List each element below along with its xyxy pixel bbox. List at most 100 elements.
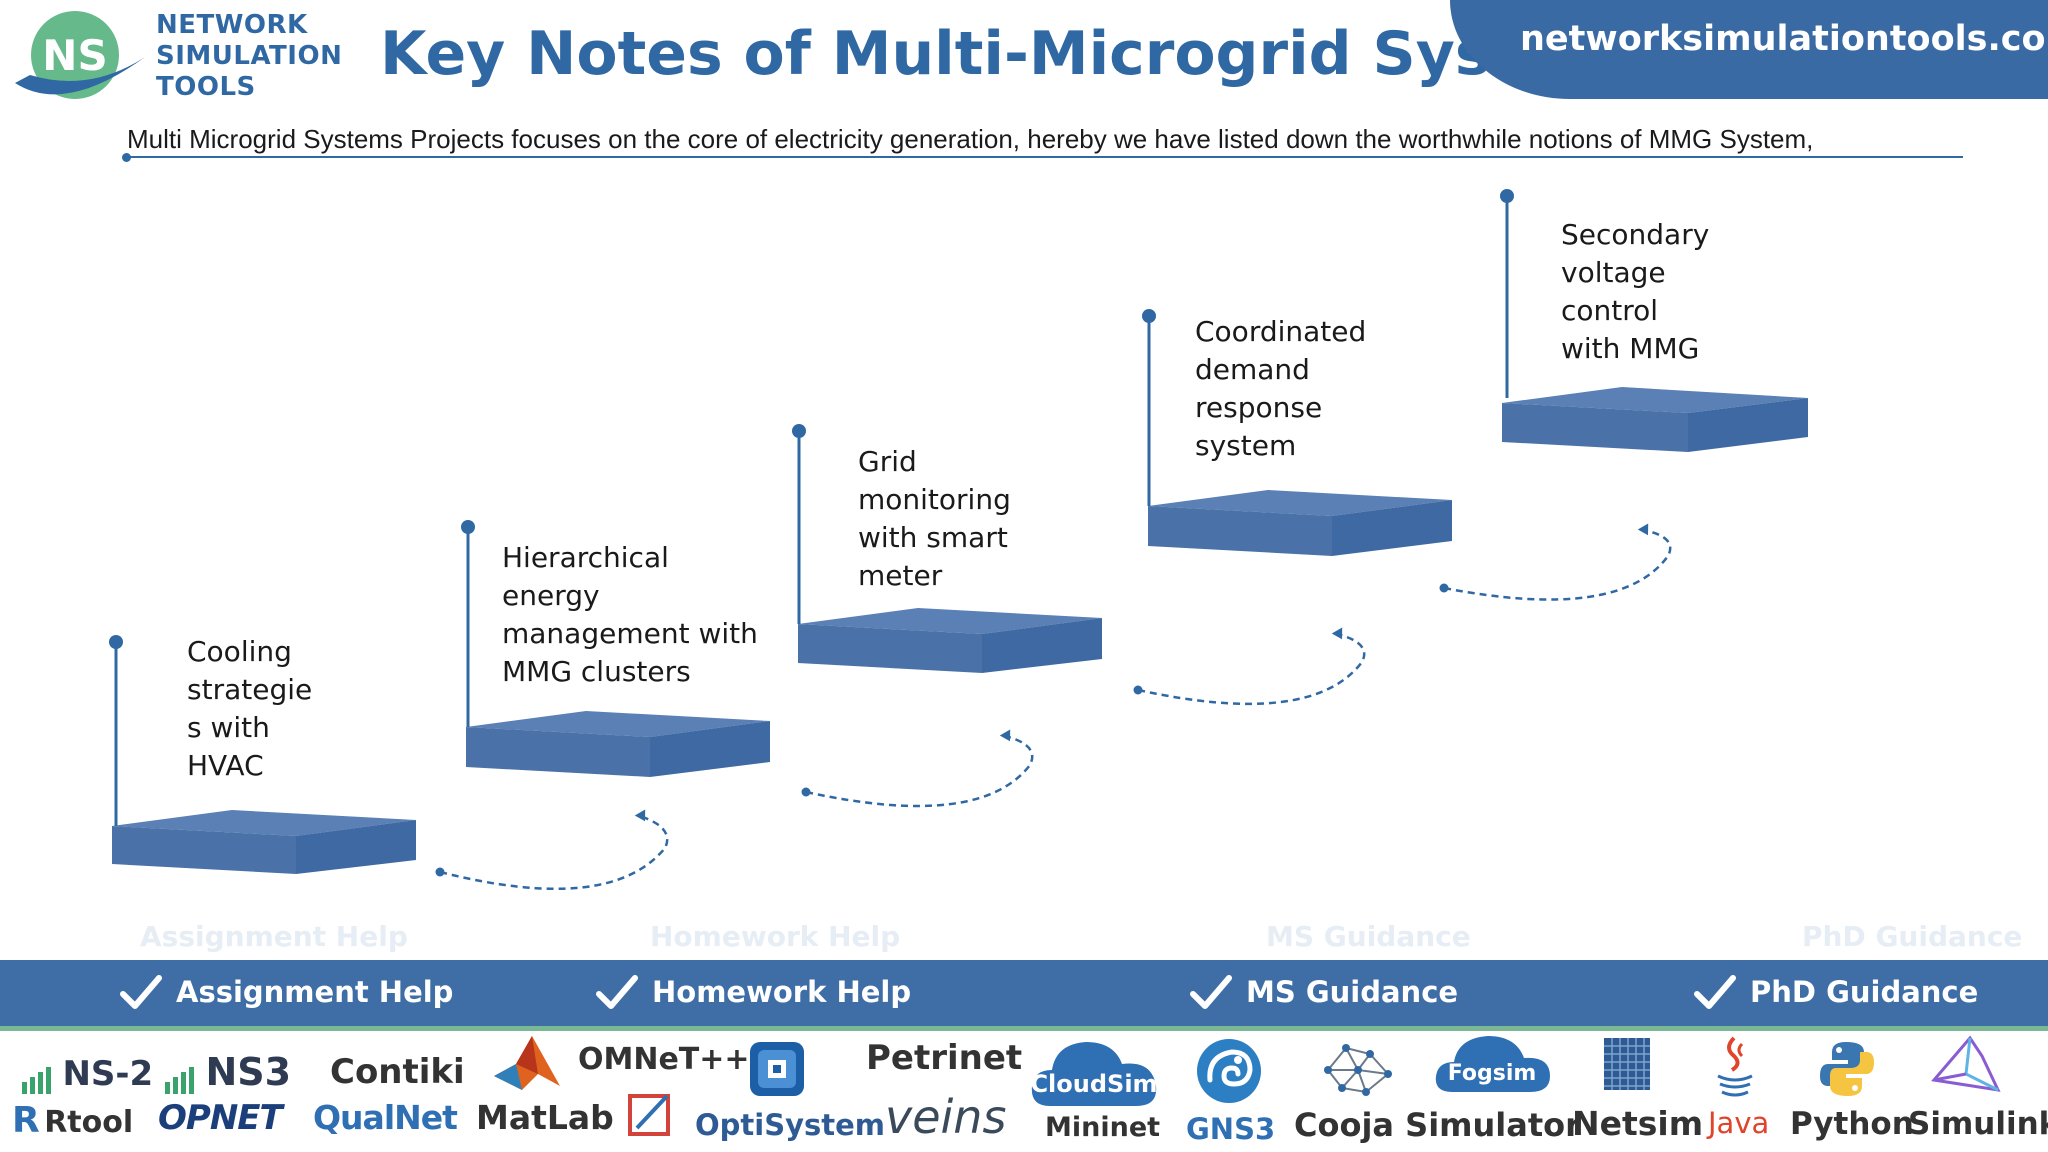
tool-gns3-logo: GNS3 <box>1186 1112 1276 1146</box>
tool-optisystem-logo: OptiSystem <box>695 1108 886 1142</box>
python-snakes-icon <box>1820 1042 1874 1096</box>
tool-omnet-logo: OMNeT++ <box>578 1042 750 1077</box>
tool-netsim-logo: Netsim <box>1572 1104 1704 1143</box>
intro-underline <box>127 156 1963 158</box>
optisystem-square-icon <box>628 1094 670 1136</box>
netsim-grid-icon <box>1604 1038 1650 1090</box>
service-ms-guidance[interactable]: MS Guidance <box>1190 966 1458 1018</box>
connector-arc-1 <box>439 814 669 891</box>
step-3-platform <box>798 608 1102 673</box>
step-label-line: Cooling <box>187 635 292 668</box>
matlab-membrane-icon <box>494 1036 560 1090</box>
gns3-chameleon-icon <box>1197 1039 1261 1103</box>
intro-underline-dot <box>122 153 131 162</box>
tool-label: NS3 <box>205 1050 292 1094</box>
step-label-line: s with <box>187 711 270 744</box>
arrow-head-icon <box>999 729 1011 742</box>
signal-bars-icon <box>22 1067 51 1094</box>
tool-label: CloudSim <box>1030 1070 1157 1098</box>
tool-contiki-logo: Contiki <box>330 1052 465 1092</box>
check-icon <box>1190 975 1232 1009</box>
simulink-icon <box>1931 1035 2001 1092</box>
services-reflection: PhD Guidance <box>1802 920 2023 953</box>
step-label-line: HVAC <box>187 749 264 782</box>
tool-label: Fogsim <box>1448 1061 1537 1086</box>
service-homework-help[interactable]: Homework Help <box>596 966 911 1018</box>
step-label-line: Grid <box>858 445 917 478</box>
connector-dot <box>1133 685 1143 695</box>
step-label-line: meter <box>858 559 943 592</box>
tool-petrinet-logo: Petrinet <box>866 1038 1023 1078</box>
step-2-platform <box>466 711 770 777</box>
services-strip <box>0 1026 2048 1031</box>
connector-arc-4 <box>1443 528 1672 601</box>
logo-mark-icon: NS <box>15 11 145 99</box>
service-label: MS Guidance <box>1246 975 1459 1009</box>
connector-dot <box>435 867 445 877</box>
services-bar <box>0 960 2048 1026</box>
tool-cooja-logo: Cooja Simulator <box>1294 1106 1581 1144</box>
connector-arc-3 <box>1137 632 1366 706</box>
step-3-label: Grid monitoring with smart meter <box>858 443 1011 595</box>
step-label-line: monitoring <box>858 483 1011 516</box>
step-1-dot <box>109 635 123 649</box>
logo-text: NETWORK SIMULATION TOOLS <box>156 10 342 103</box>
page-title: Key Notes of Multi-Microgrid Systems <box>380 19 1659 89</box>
connector-dot <box>801 787 811 797</box>
step-label-line: strategie <box>187 673 313 706</box>
tool-ns2-logo: NS-2 <box>22 1054 153 1094</box>
intro-text: Multi Microgrid Systems Projects focuses… <box>127 124 1814 154</box>
check-icon <box>1694 975 1736 1009</box>
step-5-label: Secondary voltage control with MMG <box>1561 216 1709 368</box>
service-label: Assignment Help <box>176 975 454 1009</box>
tool-label: NS-2 <box>62 1054 154 1094</box>
check-icon <box>120 975 162 1009</box>
step-5-dot <box>1500 189 1514 203</box>
services-reflection: Assignment Help <box>140 920 408 953</box>
step-label-line: Coordinated <box>1195 315 1367 348</box>
service-assignment-help[interactable]: Assignment Help <box>120 966 453 1018</box>
logo-line: NETWORK <box>156 10 308 40</box>
step-label-line: energy <box>502 579 600 612</box>
connector-dot <box>1439 583 1449 593</box>
step-1-label: Cooling strategie s with HVAC <box>187 633 312 785</box>
step-label-line: system <box>1195 429 1297 462</box>
tool-label: Rtool <box>44 1105 134 1140</box>
check-icon <box>596 975 638 1009</box>
arrow-head-icon <box>1331 627 1343 640</box>
signal-bars-icon <box>165 1067 194 1094</box>
step-label-line: management with <box>502 617 758 650</box>
step-label-line: demand <box>1195 353 1310 386</box>
tool-matlab-logo: MatLab <box>476 1098 614 1137</box>
cooja-network-icon <box>1324 1044 1392 1096</box>
step-label-line: control <box>1561 294 1659 327</box>
optisystem-chip-icon <box>750 1042 804 1096</box>
logo: NS <box>10 5 150 105</box>
arrow-head-icon <box>634 809 646 822</box>
services-reflection: MS Guidance <box>1266 920 1471 953</box>
step-label-line: with MMG <box>1561 332 1700 365</box>
java-cup-icon <box>1717 1036 1753 1097</box>
logo-initials: NS <box>42 31 107 80</box>
step-2-dot <box>461 520 475 534</box>
step-3-dot <box>792 424 806 438</box>
services-reflection: Homework Help <box>650 920 901 953</box>
step-label-line: MMG clusters <box>502 655 691 688</box>
logo-line: TOOLS <box>156 72 256 102</box>
site-url-link[interactable]: networksimulationtools.com <box>1520 19 2048 59</box>
step-label-line: with smart <box>858 521 1008 554</box>
service-label: Homework Help <box>652 975 912 1009</box>
step-2-label: Hierarchical energy management with MMG … <box>502 539 758 691</box>
connector-arc-2 <box>805 734 1034 808</box>
tool-label: R <box>12 1100 40 1141</box>
service-phd-guidance[interactable]: PhD Guidance <box>1694 966 1978 1018</box>
step-4-label: Coordinated demand response system <box>1195 313 1366 465</box>
tool-qualnet-logo: QualNet <box>313 1098 458 1137</box>
step-label-line: Hierarchical <box>502 541 669 574</box>
tool-fogsim-logo: Fogsim <box>1435 1036 1550 1092</box>
tool-rtool-logo: R Rtool <box>12 1100 133 1141</box>
arrow-head-icon <box>1637 523 1649 536</box>
step-label-line: Secondary <box>1561 218 1710 251</box>
tool-mininet-logo: Mininet <box>1045 1112 1161 1143</box>
